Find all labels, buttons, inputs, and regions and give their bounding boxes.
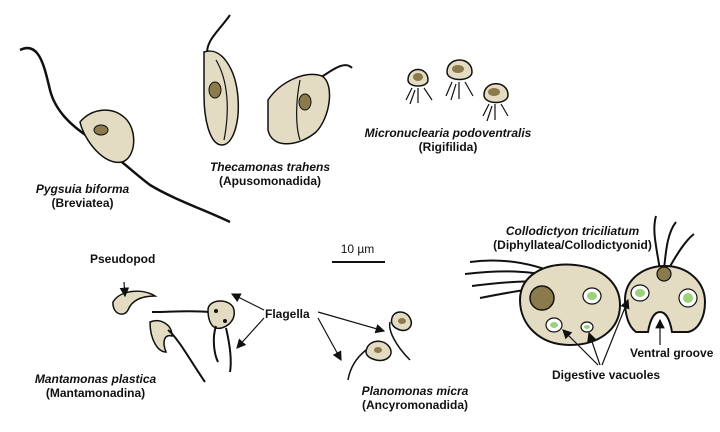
thecamonas-cells	[203, 14, 353, 146]
flagella-label: Flagella	[265, 307, 310, 321]
micronuclearia-cells	[405, 59, 509, 122]
mantamonas-group: (Mantamonadina)	[45, 386, 146, 400]
micronuclearia-group: (Rigifilida)	[418, 140, 478, 154]
planomonas-name: Planomonas micra	[361, 384, 469, 398]
pygsuia-name: Pygsuia biforma	[35, 182, 130, 196]
pygsuia-group: (Breviatea)	[51, 196, 114, 210]
thecamonas-group: (Apusomonadida)	[219, 174, 321, 188]
mantamonas-cells	[112, 281, 265, 383]
mantamonas-name: Mantamonas plastica	[34, 372, 157, 386]
collodictyon-group: (Diphyllatea/Collodictyonid)	[493, 238, 652, 252]
collodictyon-cells	[464, 215, 707, 366]
ventral-groove-label: Ventral groove	[630, 346, 714, 360]
planomonas-cells	[317, 311, 412, 381]
scale-bar-label: 10 µm	[340, 242, 375, 256]
planomonas-label: Planomonas micra (Ancyromonadida)	[355, 384, 475, 412]
micronuclearia-name: Micronuclearia podoventralis	[364, 126, 532, 140]
thecamonas-name: Thecamonas trahens	[209, 160, 331, 174]
mantamonas-label: Mantamonas plastica (Mantamonadina)	[18, 372, 173, 400]
planomonas-group: (Ancyromonadida)	[361, 398, 468, 412]
pygsuia-cell	[19, 46, 231, 224]
collodictyon-name: Collodictyon triciliatum	[505, 224, 640, 238]
collodictyon-label: Collodictyon triciliatum (Diphyllatea/Co…	[480, 224, 665, 252]
digestive-vacuoles-label: Digestive vacuoles	[552, 368, 661, 382]
pygsuia-label: Pygsuia biforma (Breviatea)	[30, 182, 135, 210]
thecamonas-label: Thecamonas trahens (Apusomonadida)	[205, 160, 335, 188]
micronuclearia-label: Micronuclearia podoventralis (Rigifilida…	[358, 126, 538, 154]
pseudopod-label: Pseudopod	[90, 252, 156, 266]
